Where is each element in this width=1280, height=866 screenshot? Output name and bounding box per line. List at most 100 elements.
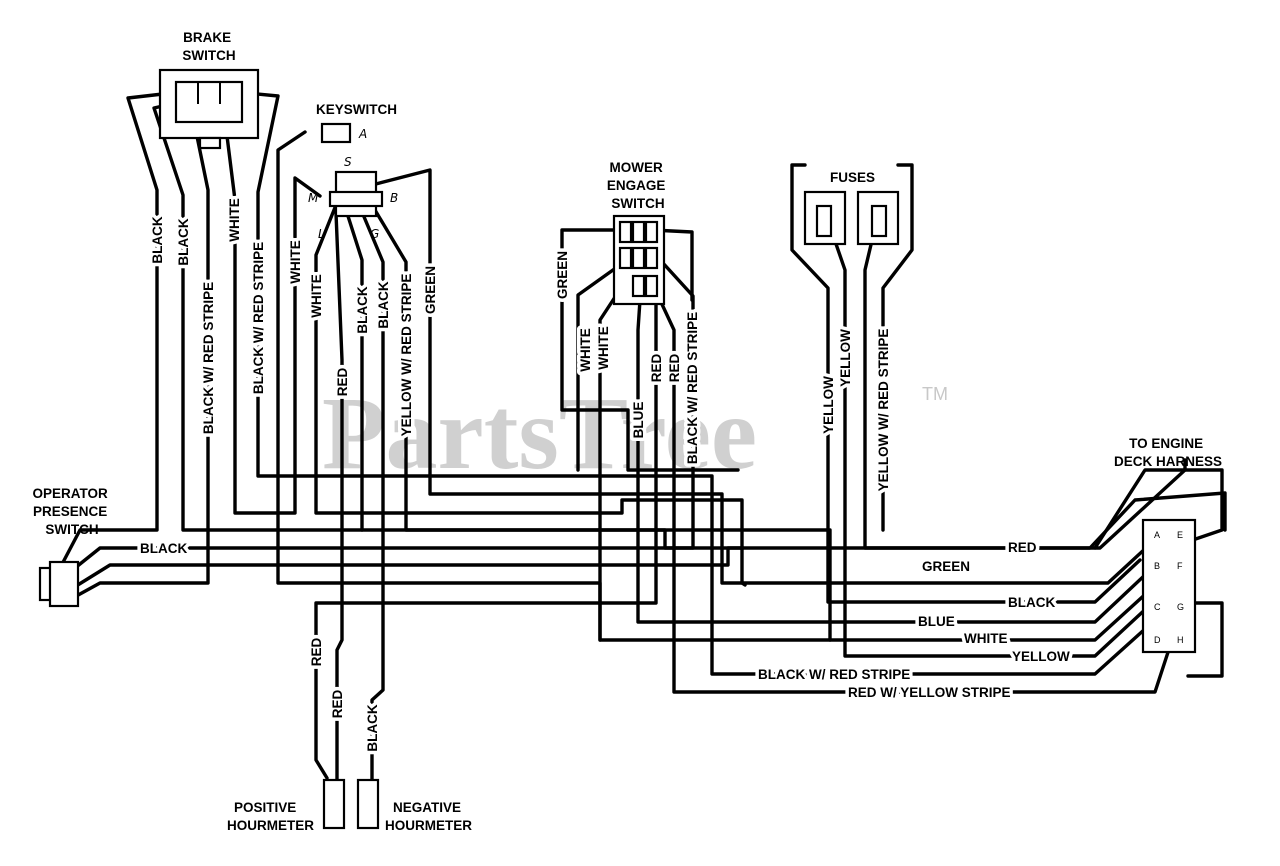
label-red-1: RED: [335, 368, 350, 397]
hourmeters: POSITIVE HOURMETER NEGATIVE HOURMETER: [227, 778, 472, 833]
brake-switch-label: BRAKE SWITCH: [182, 30, 235, 63]
wire-mes-white: [576, 263, 622, 472]
keyswitch-terminal-m: M: [308, 191, 319, 205]
label-black-red-stripe-2: BLACK W/ RED STRIPE: [251, 242, 266, 394]
positive-hourmeter-line1: POSITIVE: [234, 800, 296, 815]
mes-terminal: [644, 274, 659, 298]
wire-mes-red: [650, 228, 694, 302]
label-blue: BLUE: [918, 614, 955, 629]
label-red-2: RED: [649, 354, 664, 383]
wire-fuse-yellow-2: [824, 213, 1152, 658]
mower-engage-label-line3: SWITCH: [611, 196, 664, 211]
ops-label-line2: PRESENCE: [33, 504, 107, 519]
label-black-red-stripe-3: BLACK W/ RED STRIPE: [685, 312, 700, 464]
label-white-1: WHITE: [227, 198, 242, 242]
fuses-label: FUSES: [830, 170, 875, 185]
keyswitch-label: KEYSWITCH: [316, 102, 397, 117]
label-white-2: WHITE: [288, 240, 303, 284]
label-white: WHITE: [964, 631, 1008, 646]
ops-body: [48, 560, 80, 608]
harness-pin-b: B: [1154, 561, 1160, 571]
wire-black-brake-ops: [58, 90, 182, 570]
vertical-wire-labels: BLACK BLACK BLACK W/ RED STRIPE WHITE BL…: [147, 195, 895, 755]
label-black-1: BLACK: [150, 216, 165, 263]
harness-pin-c: C: [1154, 602, 1161, 612]
label-yellow: YELLOW: [1012, 649, 1070, 664]
watermark-text: PartsTree: [322, 376, 757, 491]
mes-terminal: [644, 246, 659, 270]
label-black-4: BLACK: [376, 281, 391, 328]
label-yellow-2: YELLOW: [838, 329, 853, 387]
keyswitch-terminal-l: L: [318, 227, 325, 241]
wire-fuse-yellow-red: [863, 213, 1227, 550]
label-white-3: WHITE: [309, 274, 324, 318]
label-blue-1: BLUE: [631, 402, 646, 439]
wire-black-red-stripe-brake: [58, 110, 210, 607]
keyswitch-a-connector: [320, 122, 352, 144]
label-red-hour-2: RED: [330, 690, 345, 719]
label-yellow-1: YELLOW: [821, 376, 836, 434]
wire-harness-right-g: [1186, 601, 1224, 678]
label-red: RED: [1008, 540, 1037, 555]
operator-presence-switch: OPERATOR PRESENCE SWITCH: [32, 486, 111, 608]
harness-pin-g: G: [1177, 602, 1184, 612]
wire-ops-black-main: [58, 260, 695, 582]
mes-terminal: [618, 220, 633, 244]
label-ops-black: BLACK: [140, 541, 187, 556]
keyswitch-terminal-g: G: [370, 227, 379, 241]
watermark: PartsTree TM: [322, 376, 948, 491]
engine-deck-harness: TO ENGINE DECK HARNESS A B C D E F G H: [1114, 436, 1222, 654]
brake-switch: BRAKE SWITCH: [158, 30, 260, 150]
harness-label-line2: DECK HARNESS: [1114, 454, 1222, 469]
label-black: BLACK: [1008, 595, 1055, 610]
wire-key-yellow-red-stripe: [370, 203, 832, 642]
ops-label: OPERATOR PRESENCE SWITCH: [32, 486, 111, 537]
fuses: FUSES: [803, 170, 900, 246]
mes-terminal: [618, 246, 633, 270]
label-yellow-red-stripe-2: YELLOW W/ RED STRIPE: [876, 329, 891, 492]
label-green-2: GREEN: [555, 251, 570, 299]
wire-key-black-2: [360, 210, 385, 782]
fuse-left: [815, 204, 833, 238]
harness-pin-d: D: [1154, 635, 1161, 645]
negative-hourmeter-line2: HOURMETER: [385, 818, 472, 833]
wire-key-white-down: [314, 203, 747, 587]
wire-fuse-yellow-1: [790, 163, 1142, 604]
wire-key-green: [370, 168, 1162, 585]
watermark-trademark: TM: [922, 384, 948, 404]
harness-pin-e: E: [1177, 530, 1183, 540]
keyswitch-terminal-s: S: [344, 155, 352, 169]
mower-engage-switch: MOWER ENGAGE SWITCH: [607, 160, 665, 306]
negative-hourmeter-label: NEGATIVE HOURMETER: [385, 800, 472, 833]
label-white-5: WHITE: [596, 326, 611, 370]
harness-pin-h: H: [1177, 635, 1184, 645]
wire-key-red: [334, 211, 344, 782]
mes-terminal: [631, 246, 646, 270]
label-black-red-stripe: BLACK W/ RED STRIPE: [758, 667, 910, 682]
label-green-1: GREEN: [423, 266, 438, 314]
wire-key-black-1: [345, 211, 364, 532]
wire-mes-blue: [636, 298, 1147, 624]
label-black-2: BLACK: [176, 218, 191, 265]
harness-label-line1: TO ENGINE: [1129, 436, 1203, 451]
wire-ops-black-low: [58, 546, 745, 598]
wire-mes-green: [560, 228, 740, 472]
horizontal-wire-labels: BLACK RED GREEN BLACK BLUE WHITE YELLOW …: [137, 537, 1074, 704]
harness-pin-a: A: [1154, 530, 1160, 540]
mower-engage-label-line1: MOWER: [609, 160, 662, 175]
harness-connector-body: [1141, 518, 1197, 654]
label-black-3: BLACK: [355, 286, 370, 333]
wire-mes-red-2: [658, 298, 1174, 694]
mes-terminal: [644, 220, 659, 244]
label-white-4: WHITE: [578, 328, 593, 372]
ops-label-line3: SWITCH: [45, 522, 98, 537]
mes-terminal: [631, 220, 646, 244]
wire-harness-right-top: [1093, 468, 1224, 550]
brake-switch-inner: [174, 80, 244, 124]
keyswitch: KEYSWITCH A S M B L G: [308, 102, 398, 241]
label-red-yellow-stripe: RED W/ YELLOW STRIPE: [848, 685, 1011, 700]
negative-hourmeter-line1: NEGATIVE: [393, 800, 461, 815]
engine-deck-harness-label: TO ENGINE DECK HARNESS: [1114, 436, 1222, 469]
wire-white-brake: [222, 110, 322, 515]
